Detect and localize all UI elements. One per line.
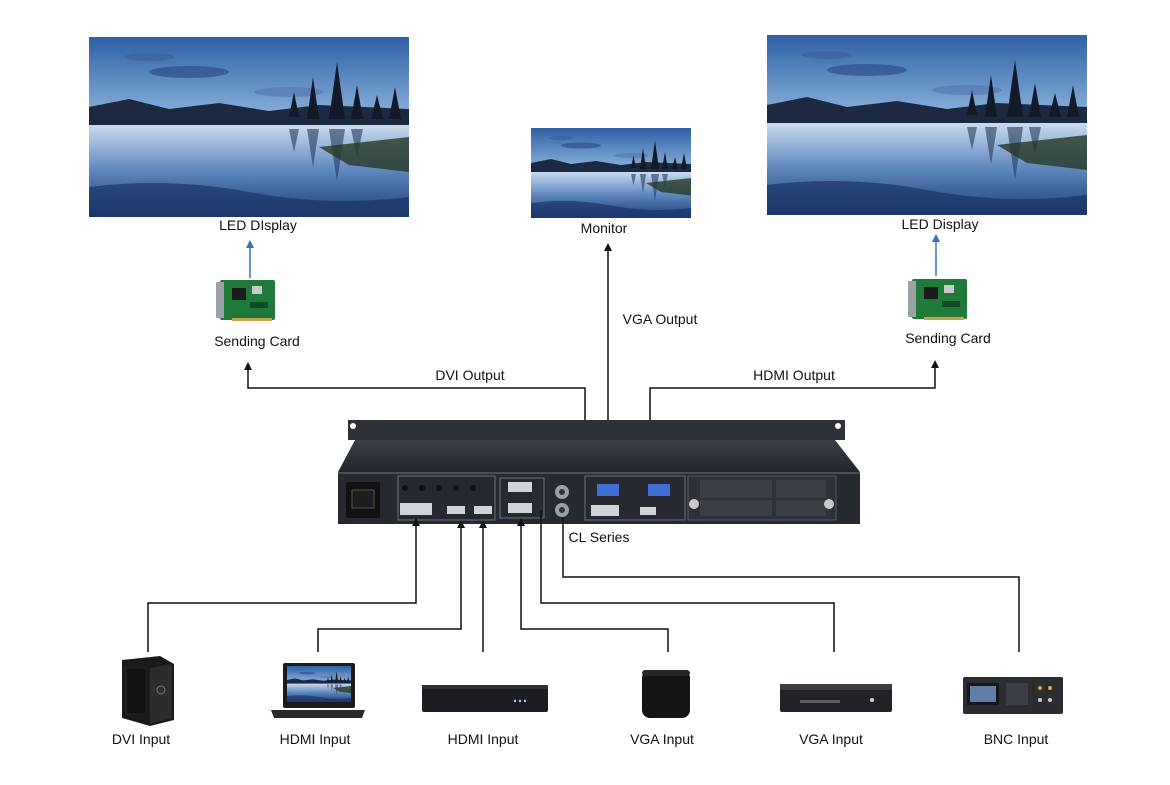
dvd-player-icon	[780, 684, 892, 712]
input-label-1: DVI Input	[112, 731, 170, 747]
media-box-icon	[642, 670, 690, 718]
input-label-2: HDMI Input	[280, 731, 351, 747]
input-line-4	[517, 518, 669, 652]
monitor	[531, 128, 691, 218]
dvi-output-label: DVI Output	[435, 367, 504, 383]
sending-card-left-label: Sending Card	[214, 333, 300, 349]
sending-card-right-label: Sending Card	[905, 330, 991, 346]
vga-output-label: VGA Output	[623, 311, 698, 327]
led-display-left-label: LED DIsplay	[219, 217, 297, 233]
hdmi-output-label: HDMI Output	[753, 367, 835, 383]
led-display-left	[89, 37, 409, 217]
input-line-2	[317, 520, 465, 652]
input-line-1	[147, 518, 420, 652]
input-label-6: BNC Input	[984, 731, 1049, 747]
input-line-5	[540, 510, 835, 652]
input-label-5: VGA Input	[799, 731, 863, 747]
dvr-box-icon	[422, 685, 548, 712]
processor-label: CL Series	[569, 529, 630, 545]
input-label-4: VGA Input	[630, 731, 694, 747]
sending-card-left-icon	[216, 280, 275, 321]
led-display-right-label: LED Display	[901, 216, 978, 232]
led-display-right	[767, 35, 1087, 215]
sending-card-right-icon	[908, 279, 967, 320]
input-line-6	[562, 518, 1020, 652]
tower-server-icon	[122, 656, 174, 726]
laptop-icon	[271, 663, 365, 718]
camera-recorder-icon	[963, 677, 1063, 714]
input-label-3: HDMI Input	[448, 731, 519, 747]
cl-series-processor	[338, 420, 860, 524]
monitor-label: Monitor	[581, 220, 628, 236]
